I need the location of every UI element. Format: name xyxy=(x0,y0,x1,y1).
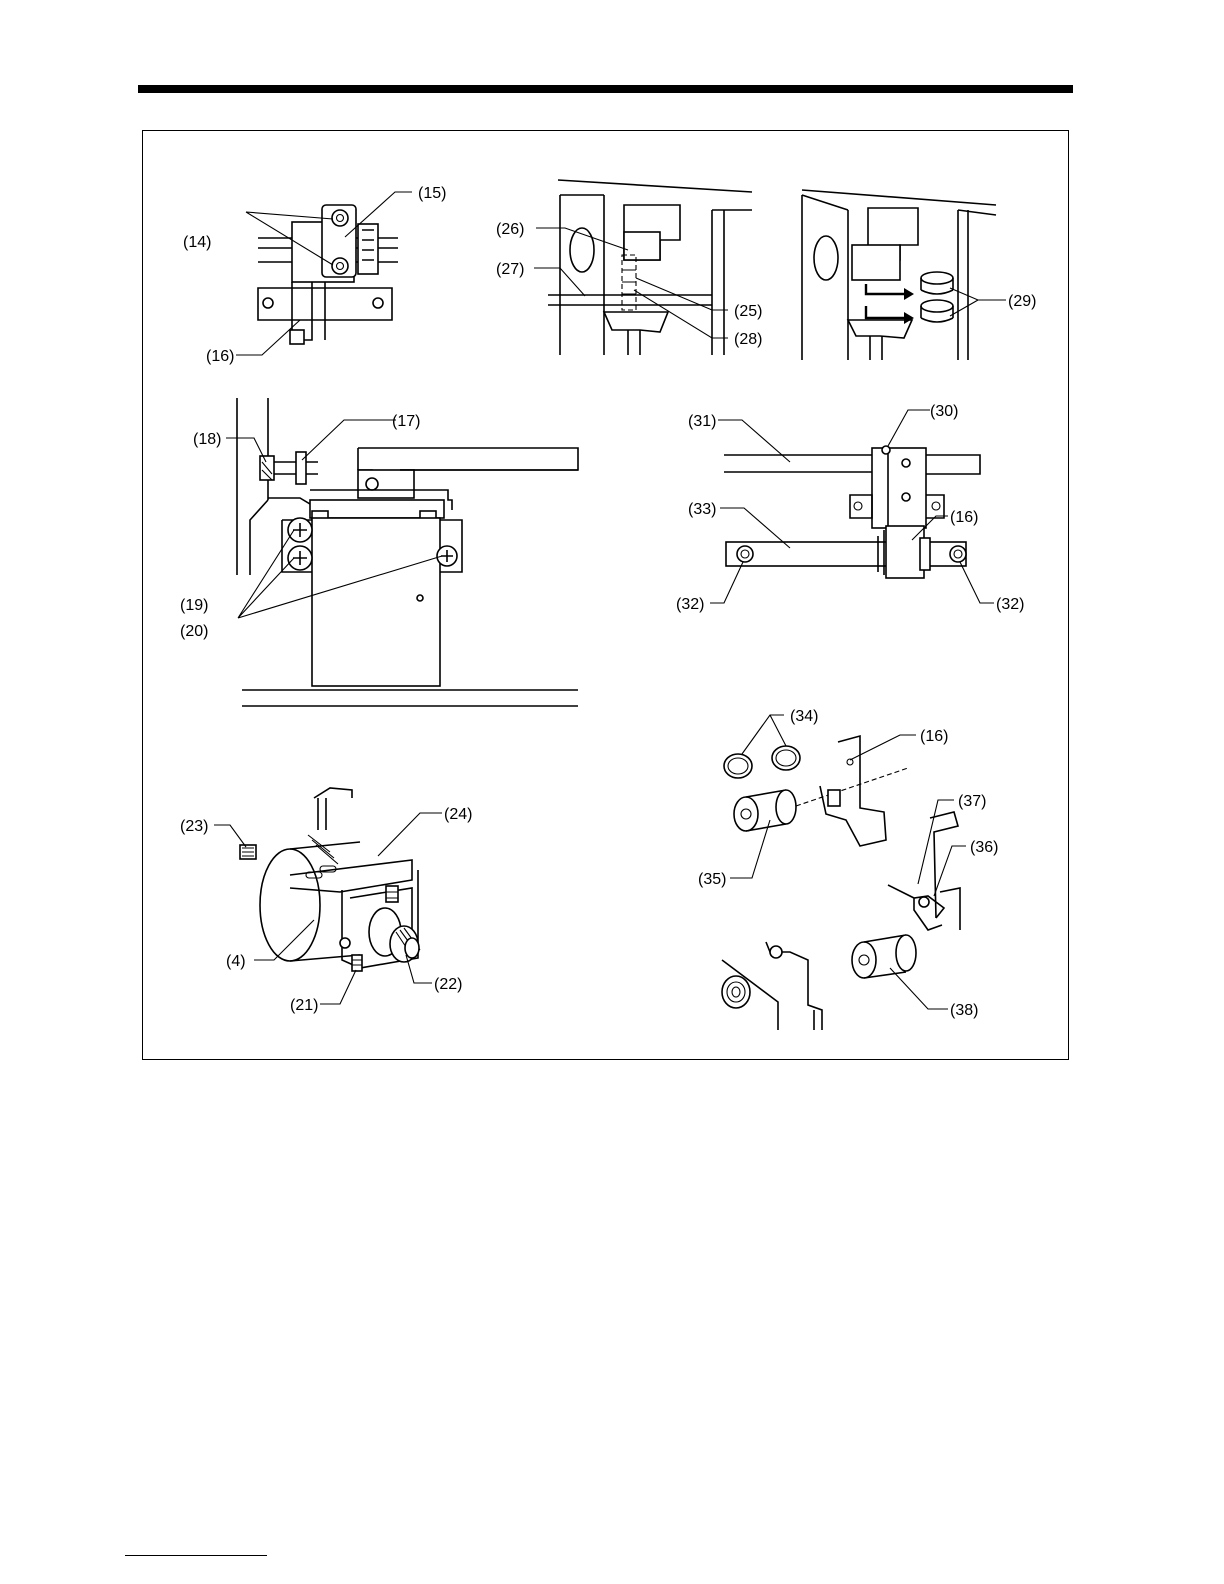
label-16-top: (16) xyxy=(206,348,234,365)
panel-exploded-rollers xyxy=(722,715,966,1030)
label-31: (31) xyxy=(688,413,716,430)
label-36: (36) xyxy=(970,839,998,856)
label-15: (15) xyxy=(418,185,446,202)
label-30: (30) xyxy=(930,403,958,420)
leader-17 xyxy=(302,420,396,460)
label-35: (35) xyxy=(698,871,726,888)
label-18: (18) xyxy=(193,431,221,448)
panel-rail-block xyxy=(534,180,752,355)
label-32-right: (32) xyxy=(996,596,1024,613)
label-4: (4) xyxy=(226,953,246,970)
label-34: (34) xyxy=(790,708,818,725)
label-28: (28) xyxy=(734,331,762,348)
leader-21 xyxy=(320,970,356,1004)
label-38: (38) xyxy=(950,1002,978,1019)
label-25: (25) xyxy=(734,303,762,320)
leader-32a xyxy=(710,562,743,603)
label-24: (24) xyxy=(444,806,472,823)
label-14: (14) xyxy=(183,234,211,251)
label-22: (22) xyxy=(434,976,462,993)
label-19: (19) xyxy=(180,597,208,614)
label-21: (21) xyxy=(290,997,318,1014)
leader-30 xyxy=(888,410,930,446)
panel-belt-clamp xyxy=(236,192,412,355)
label-16-bottom: (16) xyxy=(920,728,948,745)
label-37: (37) xyxy=(958,793,986,810)
label-16-mid: (16) xyxy=(950,509,978,526)
panel-motor-plate xyxy=(226,398,578,706)
panel-shaft-block xyxy=(710,410,994,603)
leader-24 xyxy=(378,813,442,856)
label-23: (23) xyxy=(180,818,208,835)
label-29: (29) xyxy=(1008,293,1036,310)
label-27: (27) xyxy=(496,261,524,278)
panel-removed-caps xyxy=(802,190,1006,360)
label-32-left: (32) xyxy=(676,596,704,613)
label-26: (26) xyxy=(496,221,524,238)
leader-32b xyxy=(960,562,994,603)
panel-motor-assembly xyxy=(214,788,442,1004)
leader-36 xyxy=(934,846,966,896)
label-20: (20) xyxy=(180,623,208,640)
label-33: (33) xyxy=(688,501,716,518)
label-17: (17) xyxy=(392,413,420,430)
leader-38 xyxy=(890,968,948,1009)
leader-23 xyxy=(214,825,246,847)
